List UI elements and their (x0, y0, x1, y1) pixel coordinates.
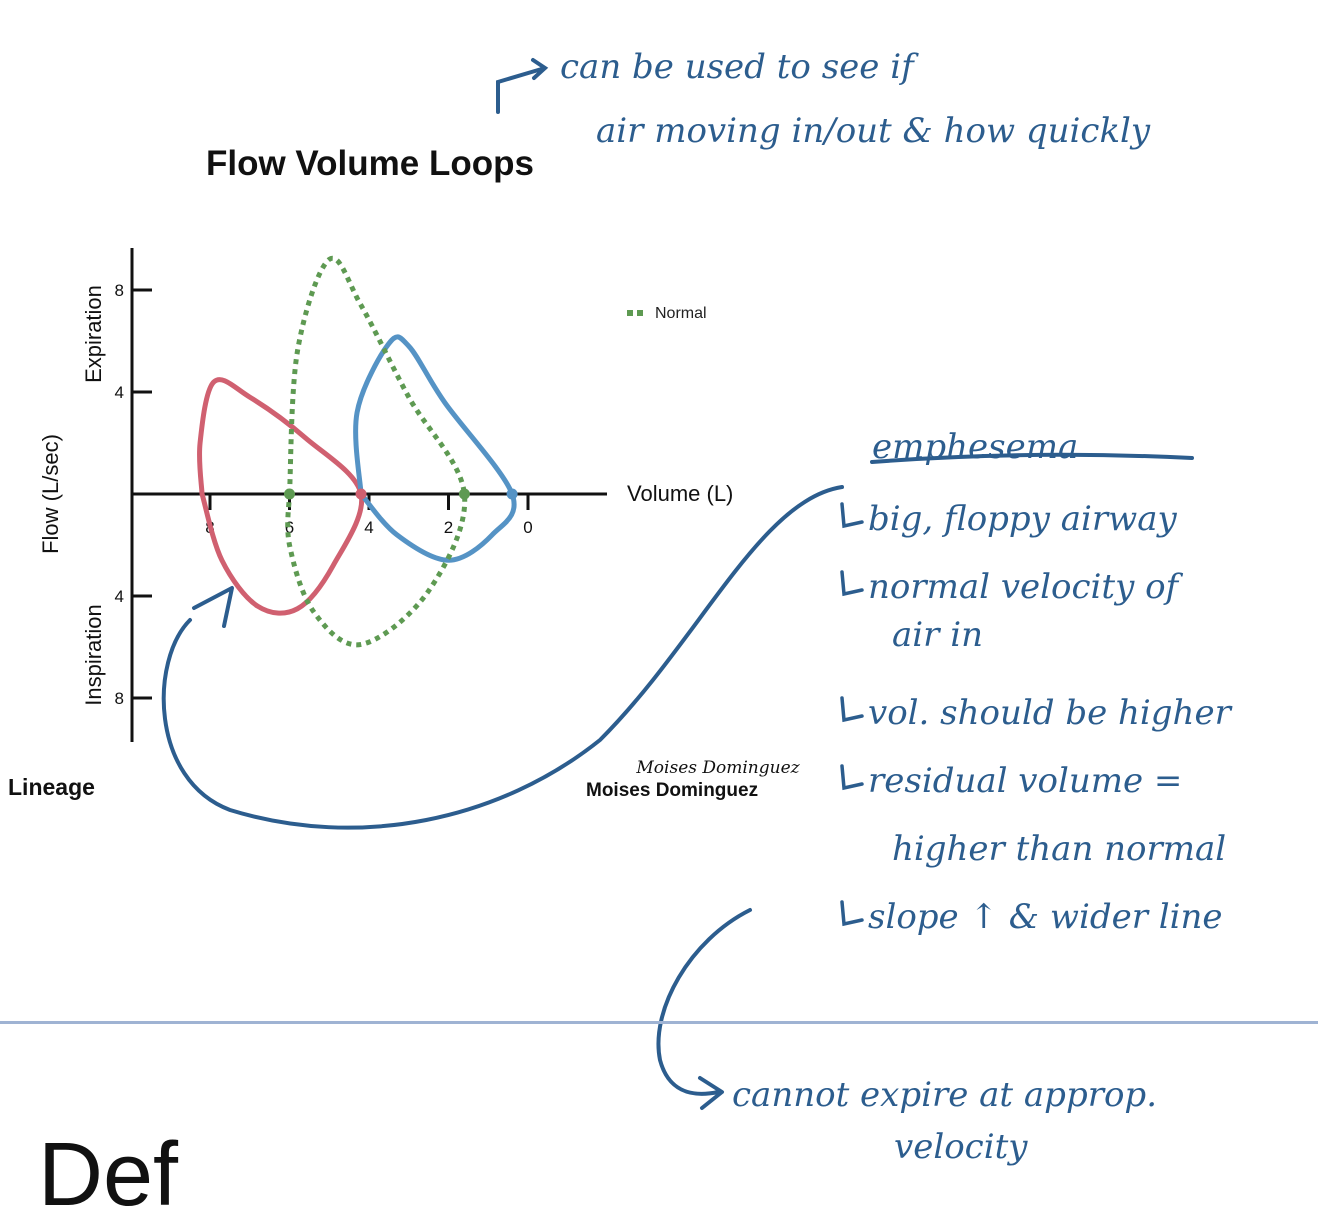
bottom-note-line2: velocity (894, 1127, 1028, 1167)
bottom-note-arrow (656, 908, 752, 1110)
y-lower-label: Inspiration (81, 604, 106, 706)
series-loop-2 (285, 255, 468, 648)
x-axis-label: Volume (L) (627, 481, 733, 506)
note-line: air in (892, 615, 983, 655)
series-loop-1 (353, 334, 517, 563)
note-bullet-arrow (840, 502, 864, 529)
top-note-line2: air moving in/out & how quickly (596, 111, 1151, 151)
note-bullet-arrow (840, 900, 864, 927)
note-line: residual volume = (868, 761, 1182, 801)
author-name: Moises Dominguez (586, 780, 759, 801)
handwritten-annotations: can be used to see if air moving in/out … (161, 47, 1233, 1167)
series-loop-0 (196, 377, 365, 616)
legend-swatch-dot (627, 310, 633, 316)
axis-marker (458, 488, 470, 500)
loop-arrow (161, 485, 844, 830)
note-line: normal velocity of (868, 567, 1184, 607)
note-bullet-arrow (840, 570, 864, 597)
author-signature: Moises Dominguez (635, 758, 800, 778)
x-tick-label: 6 (285, 518, 294, 537)
x-tick-label: 4 (364, 518, 373, 537)
slide-heading-fragment: Def (38, 1125, 179, 1225)
bottom-note-line1: cannot expire at approp. (732, 1075, 1157, 1115)
y-tick-upper-label: 8 (115, 281, 124, 300)
series-layer (196, 255, 517, 648)
chart-title: Flow Volume Loops (206, 144, 534, 183)
heading-underline (870, 452, 1194, 464)
top-note-line1: can be used to see if (560, 47, 919, 87)
note-bullet-arrow (840, 696, 864, 723)
notes-list: big, floppy airway normal velocity of air … (840, 499, 1233, 937)
note-line: higher than normal (892, 829, 1226, 869)
top-note-arrow (496, 58, 549, 114)
legend-swatch-dot (637, 310, 643, 316)
axis-marker (506, 488, 518, 500)
legend: Normal (627, 305, 707, 322)
note-line: vol. should be higher (868, 693, 1233, 733)
axis-marker (284, 488, 295, 500)
x-tick-label: 0 (523, 518, 532, 537)
y-tick-lower-label: 4 (115, 587, 124, 606)
lineage-label: Lineage (8, 774, 95, 800)
y-tick-lower-label: 8 (115, 689, 124, 708)
legend-label: Normal (655, 305, 707, 322)
y-tick-upper-label: 4 (115, 383, 124, 402)
note-line: slope ↑ & wider line (868, 897, 1223, 937)
divider-line (0, 1021, 1318, 1024)
marker-layer (284, 488, 518, 500)
axis-marker (355, 488, 367, 500)
note-bullet-arrow (840, 764, 864, 791)
y-axis-label: Flow (L/sec) (38, 434, 63, 554)
x-tick-label: 2 (444, 518, 453, 537)
note-line: big, floppy airway (868, 499, 1177, 539)
y-upper-label: Expiration (81, 285, 106, 383)
